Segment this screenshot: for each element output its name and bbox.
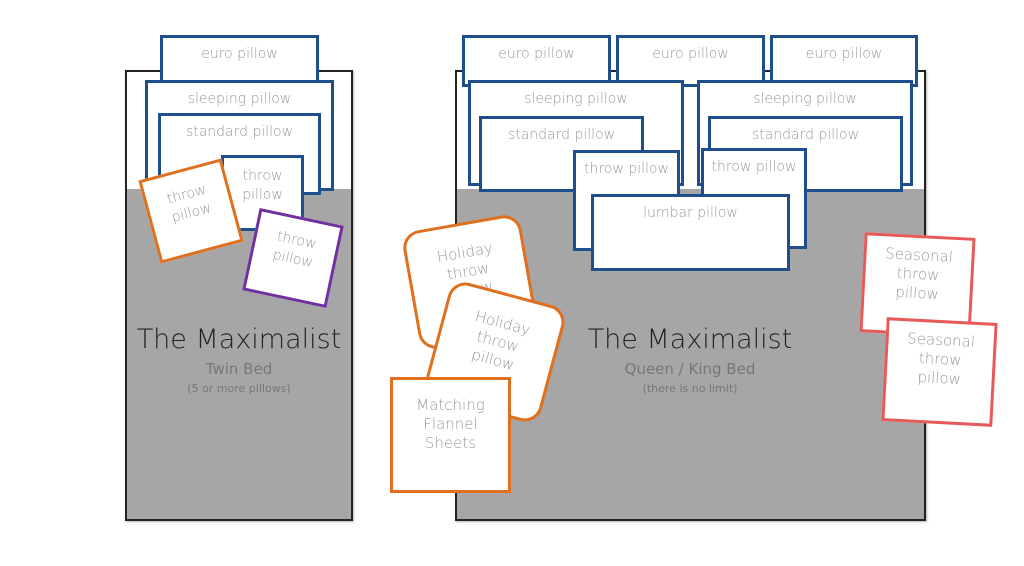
queen-subtitle: Queen / King Bed — [624, 360, 756, 378]
queen-title: The Maximalist — [587, 324, 793, 355]
twin-euro-pillow: euro pillow — [160, 35, 319, 85]
twin-title: The Maximalist — [136, 324, 342, 355]
queen-euro-pillow: euro pillow — [770, 35, 918, 87]
queen-lumbar-pillow: lumbar pillow — [591, 194, 790, 271]
twin-note: (5 or more pillows) — [187, 382, 291, 395]
queen-note: (there is no limit) — [642, 382, 738, 395]
queen-euro-pillow: euro pillow — [616, 35, 765, 87]
twin-throw-pillow-purple: throw pillow — [242, 207, 344, 309]
twin-subtitle: Twin Bed — [205, 360, 273, 378]
matching-flannel-sheets: Matching Flannel Sheets — [390, 377, 511, 493]
seasonal-throw-pillow: Seasonal throw pillow — [881, 317, 998, 427]
